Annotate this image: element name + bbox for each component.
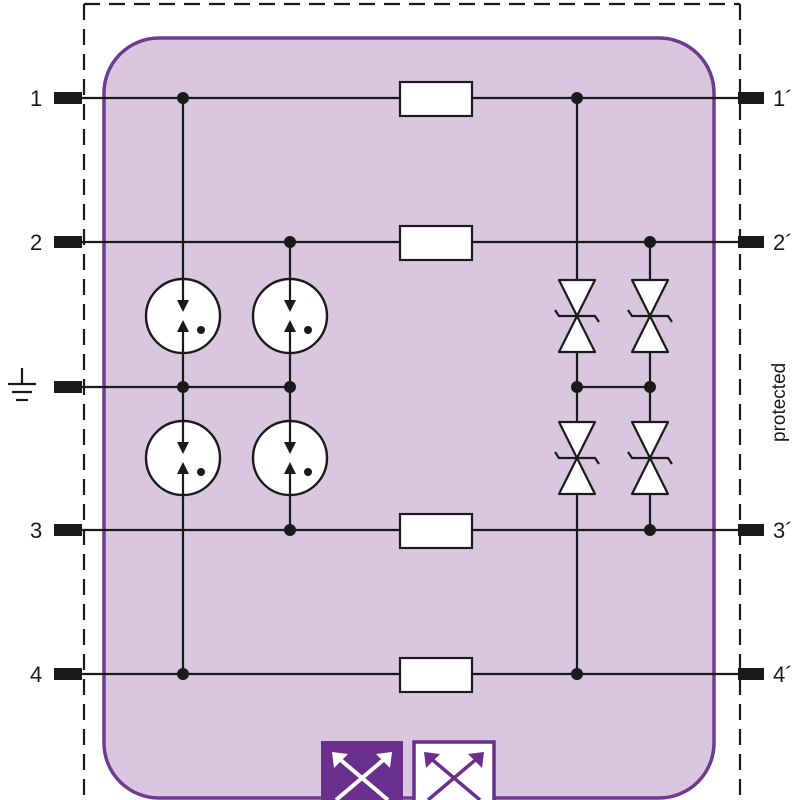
label-terminal-4: 4 <box>30 662 42 687</box>
terminal-3p <box>738 524 764 536</box>
lifecheck-icon-outline <box>412 740 496 800</box>
terminal-1p <box>738 92 764 104</box>
label-terminal-3p: 3´ <box>773 518 793 543</box>
tvs-diode-icon <box>554 278 600 354</box>
terminal-4 <box>54 668 82 680</box>
label-terminal-3: 3 <box>30 518 42 543</box>
junctions <box>177 92 656 680</box>
junction-dot <box>177 668 189 680</box>
housing-outline <box>82 2 742 800</box>
junction-dot <box>177 92 189 104</box>
gas-discharge-tubes <box>144 277 329 497</box>
junction-dot <box>177 381 189 393</box>
gdt-icon <box>144 277 222 355</box>
resistor-2 <box>398 224 474 262</box>
junction-dot <box>284 381 296 393</box>
gdt-icon <box>144 419 222 497</box>
module-body <box>102 36 716 800</box>
protected-side-label: protected <box>769 363 790 442</box>
resistors <box>398 80 474 694</box>
resistor-3 <box>398 512 474 550</box>
gdt-icon <box>251 277 329 355</box>
terminal-2 <box>54 236 82 248</box>
junction-dot <box>571 381 583 393</box>
tvs-diode-icon <box>627 420 673 496</box>
right-terminals <box>738 92 764 680</box>
gdt-icon <box>251 419 329 497</box>
junction-dot <box>284 236 296 248</box>
lifecheck-badges <box>321 740 496 800</box>
terminal-ground <box>54 381 82 393</box>
junction-dot <box>644 381 656 393</box>
lifecheck-icon-filled <box>321 741 403 800</box>
junction-dot <box>644 236 656 248</box>
terminal-3 <box>54 524 82 536</box>
label-terminal-1p: 1´ <box>773 86 793 111</box>
tvs-diode-icon <box>554 420 600 496</box>
tvs-diode-icon <box>627 278 673 354</box>
junction-dot <box>571 92 583 104</box>
resistor-4 <box>398 656 474 694</box>
label-terminal-2: 2 <box>30 230 42 255</box>
terminal-4p <box>738 668 764 680</box>
ground-icon <box>8 368 36 402</box>
terminal-1 <box>54 92 82 104</box>
label-terminal-2p: 2´ <box>773 230 793 255</box>
tvs-diodes <box>554 278 673 496</box>
terminal-2p <box>738 236 764 248</box>
resistor-1 <box>398 80 474 118</box>
junction-dot <box>644 524 656 536</box>
left-terminals <box>54 92 82 680</box>
label-terminal-1: 1 <box>30 86 42 111</box>
label-terminal-4p: 4´ <box>773 662 793 687</box>
junction-dot <box>284 524 296 536</box>
junction-dot <box>571 668 583 680</box>
